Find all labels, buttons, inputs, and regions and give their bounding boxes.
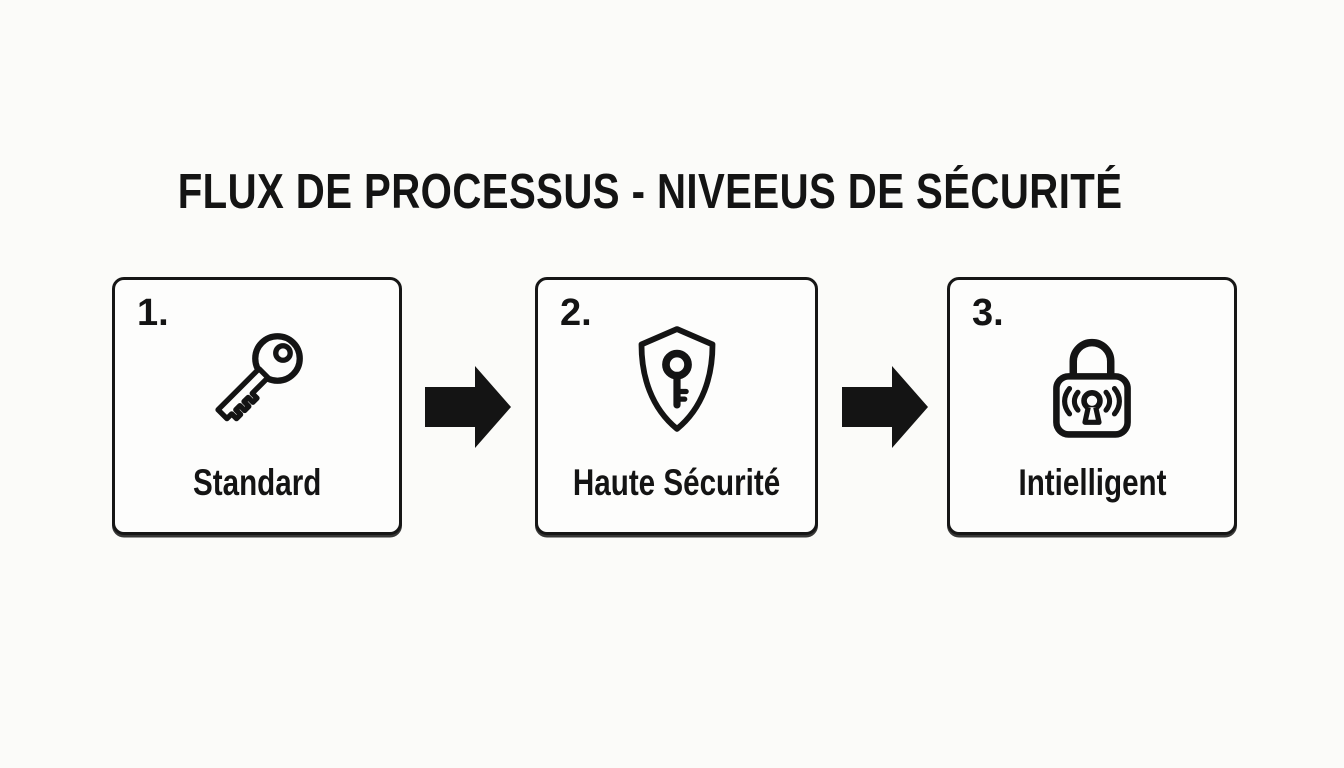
diagram-title: FLUX DE PROCESSUS - NIVEEUS DE SÉCURITÉ bbox=[0, 168, 1300, 217]
smart-lock-icon bbox=[1047, 323, 1137, 441]
arrow-right-icon bbox=[842, 366, 928, 448]
arrow-right-icon bbox=[425, 366, 511, 448]
step-label: Haute Sécurité bbox=[572, 462, 781, 503]
step-box-intelligent: 3. Intielligent bbox=[947, 277, 1237, 535]
step-number: 1. bbox=[137, 292, 169, 334]
step-box-standard: 1. Standard bbox=[112, 277, 402, 535]
step-number: 3. bbox=[972, 292, 1004, 334]
step-number: 2. bbox=[560, 292, 592, 334]
shield-key-icon bbox=[629, 324, 725, 434]
key-icon bbox=[199, 321, 315, 437]
diagram-title-text: FLUX DE PROCESSUS - NIVEEUS DE SÉCURITÉ bbox=[177, 165, 1123, 219]
step-box-haute-securite: 2. Haute Sécurité bbox=[535, 277, 818, 535]
step-label: Standard bbox=[192, 462, 322, 503]
step-label: Intielligent bbox=[1018, 462, 1166, 503]
